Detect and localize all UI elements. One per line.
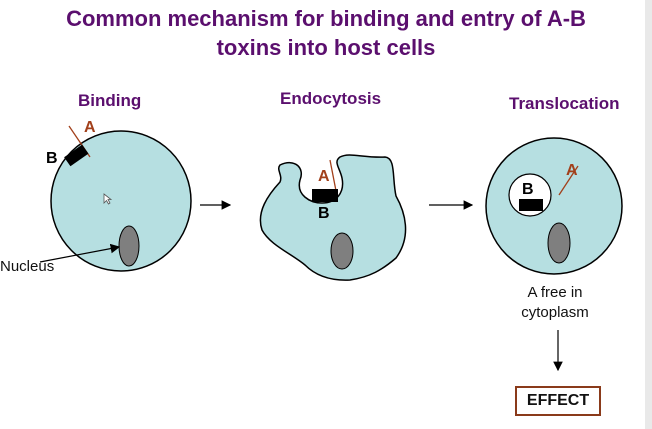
cursor-icon (103, 193, 113, 205)
page-title: Common mechanism for binding and entry o… (66, 6, 586, 31)
endocytosis-b-label: B (318, 205, 330, 222)
stage-label-binding: Binding (78, 91, 142, 110)
nucleus-pointer (39, 243, 121, 263)
translocation-cell (485, 137, 623, 275)
translocation-nucleus (547, 222, 571, 264)
nucleus-label: Nucleus (0, 258, 55, 275)
endocytosis-b-subunit (312, 189, 338, 202)
binding-cell (50, 130, 192, 272)
stage-label-endocytosis: Endocytosis (280, 89, 382, 108)
endocytosis-a-label: A (318, 168, 330, 185)
window-edge (645, 0, 652, 429)
translocation-a-subunit (558, 165, 579, 196)
endocytosis-nucleus (330, 232, 354, 270)
binding-nucleus (118, 225, 140, 267)
effect-box: EFFECT (515, 386, 601, 416)
binding-a-label: A (84, 119, 96, 136)
free-a-label-line2: cytoplasm (521, 304, 589, 321)
endocytosis-cell (259, 154, 407, 281)
translocation-b-label: B (522, 181, 534, 198)
binding-b-label: B (46, 150, 58, 167)
free-a-label-line1: A free in (527, 284, 583, 301)
translocation-a-label: A (566, 162, 578, 179)
binding-b-subunit (64, 144, 89, 167)
stage-label-translocation: Translocation (509, 94, 620, 113)
page-title-line2: toxins into host cells (216, 35, 436, 60)
translocation-b-subunit (519, 199, 543, 211)
